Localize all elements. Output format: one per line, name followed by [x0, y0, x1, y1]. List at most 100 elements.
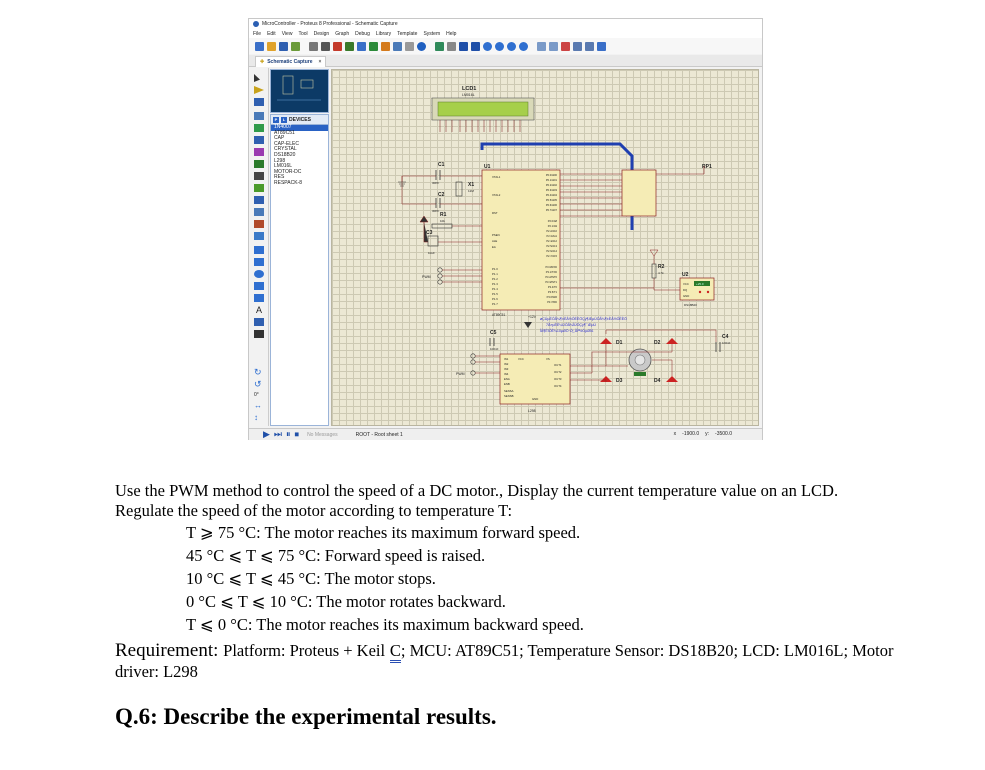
print-icon[interactable]: [309, 41, 318, 51]
help-icon[interactable]: [417, 41, 426, 51]
toggle-grid-icon[interactable]: [447, 41, 456, 51]
device-item-ds18b20[interactable]: DS18B20: [274, 151, 296, 158]
import-icon[interactable]: [291, 41, 300, 51]
wire-label-icon[interactable]: [254, 112, 264, 120]
paste-icon[interactable]: [585, 41, 594, 51]
menu-debug[interactable]: Debug: [355, 30, 370, 37]
device-item-l298[interactable]: L298: [274, 157, 286, 164]
terminal-icon[interactable]: [254, 160, 264, 168]
box-icon[interactable]: [254, 258, 264, 266]
bus-icon[interactable]: [254, 136, 264, 144]
device-item-1n4007[interactable]: 1N4007: [271, 124, 328, 131]
device-item-at89c51[interactable]: AT89C51: [274, 129, 295, 136]
menu-file[interactable]: File: [253, 30, 262, 37]
cut-icon[interactable]: [561, 41, 570, 51]
tab-schematic-capture[interactable]: ✚ Schematic Capture ×: [255, 56, 327, 67]
u1-at89c51[interactable]: U1 XTAL1 XTAL2 RST PSEN ALE EA P1.0 P1.1…: [481, 164, 622, 317]
step-icon[interactable]: ⏭: [273, 429, 283, 439]
open-folder-icon[interactable]: [267, 41, 276, 51]
menu-graph[interactable]: Graph: [335, 30, 350, 37]
copy-icon[interactable]: [573, 41, 582, 51]
symbol-icon[interactable]: [254, 318, 264, 326]
menu-edit[interactable]: Edit: [267, 30, 276, 37]
u2-ds18b20[interactable]: U2 +25.0 VCC DQ GND DS18B20: [679, 272, 715, 307]
c3-capacitor[interactable]: C3 10uF: [426, 230, 439, 255]
marker-icon[interactable]: [254, 330, 264, 338]
rp1-respack[interactable]: RP1: [621, 164, 712, 217]
rotate-ccw-icon[interactable]: ↺: [254, 379, 262, 389]
stop-icon[interactable]: ⏹: [294, 429, 300, 439]
device-item-crystal[interactable]: CRYSTAL: [274, 146, 297, 153]
mirror-y-icon[interactable]: ↕: [254, 413, 258, 422]
overview-window[interactable]: [270, 69, 329, 113]
instrument-icon[interactable]: [254, 232, 264, 240]
path-icon[interactable]: [254, 294, 264, 302]
select-mode-icon[interactable]: [254, 74, 260, 82]
menu-view[interactable]: View: [281, 30, 293, 37]
probe-icon[interactable]: [254, 220, 264, 228]
back-icon[interactable]: [345, 41, 354, 51]
device-item-respack-8[interactable]: RESPACK-8: [274, 179, 302, 186]
text-script-icon[interactable]: [254, 124, 264, 132]
d1-diode[interactable]: D1: [600, 338, 623, 346]
r2-resistor[interactable]: R2 4.7k: [651, 263, 665, 279]
pause-icon[interactable]: ⏸: [286, 429, 291, 439]
zoom-in-icon[interactable]: [483, 41, 492, 51]
c5-capacitor[interactable]: C5 100nF: [489, 330, 499, 351]
schematic-canvas[interactable]: LCD1 LM016L U1 XTAL1 XTAL2: [331, 69, 759, 426]
generator-icon[interactable]: [254, 208, 264, 216]
c4-capacitor[interactable]: C4 100nF: [715, 334, 731, 352]
x1-crystal[interactable]: X1 12M: [455, 181, 474, 197]
circle-icon[interactable]: [254, 270, 264, 278]
undo-icon[interactable]: [537, 41, 546, 51]
text-icon[interactable]: A: [255, 305, 262, 315]
tape-icon[interactable]: [254, 196, 264, 204]
motor-dc[interactable]: [628, 348, 652, 376]
arc-icon[interactable]: [254, 282, 264, 290]
pwm-terminal-top[interactable]: PWM: [422, 267, 482, 285]
block-copy-icon[interactable]: [597, 41, 606, 51]
zoom-out-icon[interactable]: [495, 41, 504, 51]
redo-icon[interactable]: [549, 41, 558, 51]
new-file-icon[interactable]: [255, 41, 264, 51]
d2-diode[interactable]: D2: [654, 338, 678, 346]
tab-close-icon[interactable]: ×: [318, 59, 322, 65]
rotate-cw-icon[interactable]: ↻: [254, 367, 262, 377]
menu-help[interactable]: Help: [446, 30, 457, 37]
zoom-area-icon[interactable]: [519, 41, 528, 51]
subcircuit-icon[interactable]: [254, 148, 264, 156]
device-item-cap-elec[interactable]: CAP-ELEC: [274, 140, 300, 147]
pcb-icon[interactable]: [393, 41, 402, 51]
library-manager-button[interactable]: L: [281, 116, 287, 123]
junction-icon[interactable]: [254, 98, 264, 106]
c1-capacitor[interactable]: C1 30PF: [432, 162, 445, 185]
pwm-terminal-bottom[interactable]: PWM: [456, 353, 500, 376]
device-item-motor-dc[interactable]: MOTOR-DC: [274, 168, 302, 175]
menu-tool[interactable]: Tool: [298, 30, 308, 37]
refresh-icon[interactable]: [435, 41, 444, 51]
device-item-res[interactable]: RES: [274, 174, 285, 181]
device-item-lm016l[interactable]: LM016L: [274, 163, 293, 170]
component-mode-icon[interactable]: [254, 86, 264, 94]
play-icon[interactable]: ▶: [263, 429, 270, 439]
device-item-cap[interactable]: CAP: [274, 135, 285, 142]
pan-icon[interactable]: [471, 41, 480, 51]
lcd1[interactable]: LCD1 LM016L: [431, 86, 535, 132]
mirror-x-icon[interactable]: ↔: [254, 401, 262, 410]
message-count[interactable]: No Messages: [307, 431, 338, 438]
save-icon[interactable]: [279, 41, 288, 51]
u3-l298[interactable]: IN1 IN2 IN3 IN4 ENA ENB SENSA SENSB VCC …: [499, 353, 571, 413]
origin-icon[interactable]: [459, 41, 468, 51]
zoom-all-icon[interactable]: [507, 41, 516, 51]
bom-icon[interactable]: [381, 41, 390, 51]
menu-template[interactable]: Template: [397, 30, 418, 37]
r1-resistor[interactable]: R1 10k: [431, 212, 453, 229]
menu-design[interactable]: Design: [313, 30, 330, 37]
pin-icon[interactable]: [254, 172, 264, 180]
graph-icon[interactable]: [254, 184, 264, 192]
library-icon[interactable]: [369, 41, 378, 51]
zoom-icon[interactable]: [357, 41, 366, 51]
c2-capacitor[interactable]: C2 30PF: [432, 192, 445, 213]
grid-icon[interactable]: [321, 41, 330, 51]
menu-system[interactable]: System: [423, 30, 441, 37]
